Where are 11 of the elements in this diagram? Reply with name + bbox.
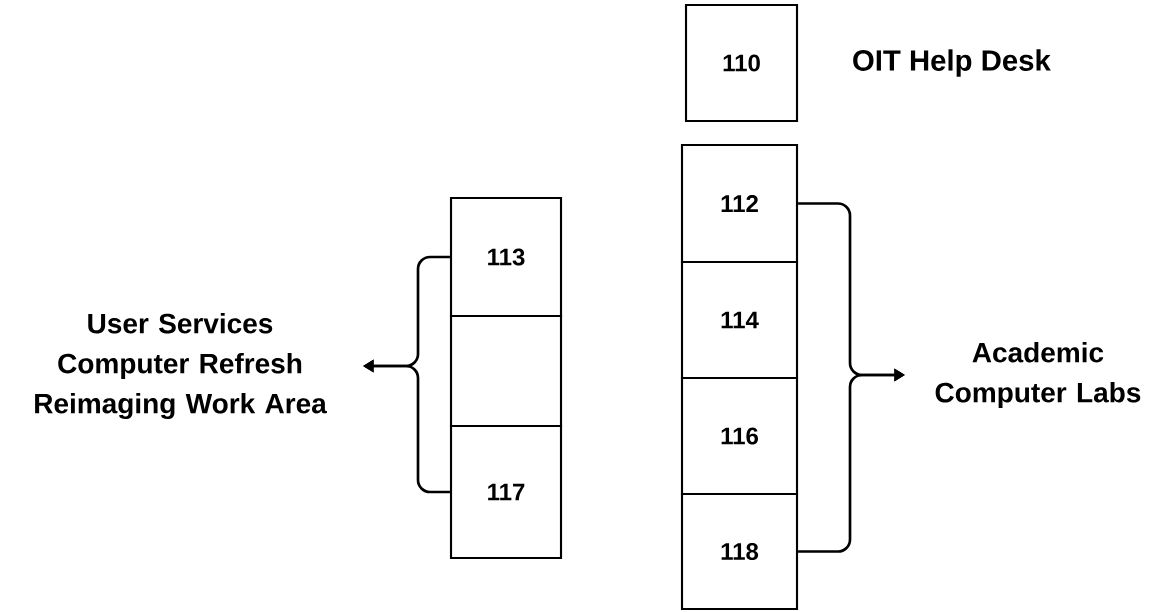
room-box: 110 [684, 3, 799, 123]
room-box: 118 [680, 492, 799, 611]
room-box: 116 [680, 376, 799, 496]
area-label: Academic Computer Labs [935, 341, 1141, 409]
room-box: 117 [449, 424, 563, 560]
room-box: 114 [680, 260, 799, 380]
empty-room-box [449, 314, 563, 428]
room-box: 112 [680, 143, 799, 264]
area-label: User Services Computer Refresh Reimaging Work Area [35, 312, 327, 420]
room-name: OIT Help Desk [853, 49, 1051, 77]
room-box: 113 [449, 196, 563, 318]
